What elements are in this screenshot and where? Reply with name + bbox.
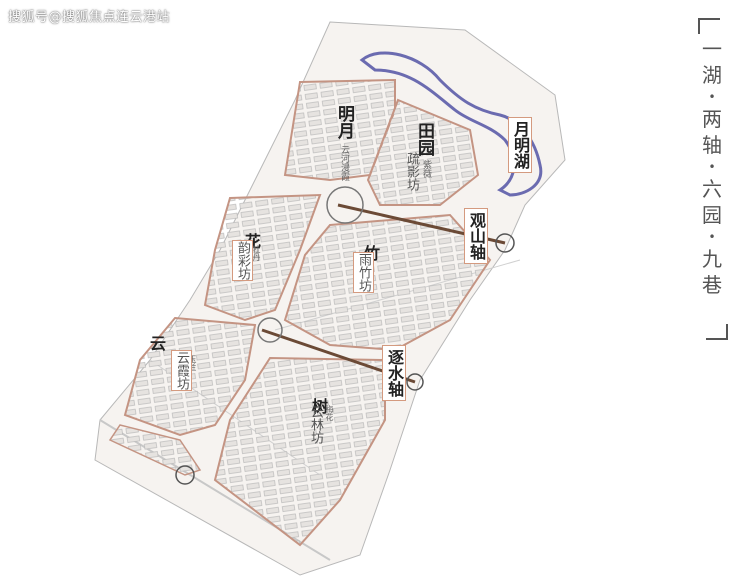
label-yunxia-fang: 云霞坊 bbox=[171, 350, 192, 391]
label-shu: 树 bbox=[312, 397, 329, 416]
label-yueming-lake: 月明湖 bbox=[508, 117, 532, 173]
label-mingyue-small: 云河漫霞 bbox=[339, 145, 349, 181]
label-shu-small: 梅花 bbox=[325, 405, 334, 421]
title-char: 两 bbox=[702, 107, 722, 131]
bracket-close bbox=[706, 324, 728, 340]
node-circle bbox=[495, 233, 515, 253]
title-char: 园 bbox=[702, 203, 722, 227]
label-zhushui-axis: 逐水轴 bbox=[382, 345, 406, 401]
watermark: 搜狐号@搜狐焦点连云港站 bbox=[8, 10, 171, 25]
node-circle bbox=[257, 317, 283, 343]
label-yun-small: 玉兰 bbox=[188, 355, 197, 371]
zone-tianyuan bbox=[366, 98, 480, 206]
label-tianyuan: 田园 bbox=[414, 122, 434, 156]
label-shuying-fang: 疏影坊 bbox=[404, 152, 419, 191]
yueming-lake bbox=[359, 51, 543, 197]
label-mingyue: 明月 bbox=[334, 105, 354, 139]
bracket-open bbox=[698, 18, 720, 34]
label-tianyuan-small: 紫薇 bbox=[421, 160, 431, 178]
label-yuncai-fang: 韵彩坊 bbox=[232, 240, 253, 281]
vertical-title: 一 湖 • 两 轴 • 六 园 • 九 巷 bbox=[692, 18, 732, 340]
label-yuzhu-fang: 雨竹坊 bbox=[353, 252, 374, 293]
node-circle bbox=[406, 373, 424, 391]
title-separator: • bbox=[708, 90, 716, 104]
title-char: 轴 bbox=[702, 133, 722, 157]
label-yunlin-fang: 云林坊 bbox=[308, 405, 323, 444]
zone-hua bbox=[203, 193, 322, 322]
title-char: 湖 bbox=[702, 63, 722, 87]
node-circle bbox=[326, 186, 364, 224]
title-char: 六 bbox=[702, 177, 722, 201]
node-circle bbox=[175, 465, 195, 485]
zone-southwest bbox=[108, 424, 202, 476]
label-yun: 云 bbox=[150, 334, 167, 353]
title-char: 巷 bbox=[702, 273, 722, 297]
label-hua-small: 牡丹 bbox=[252, 245, 261, 261]
title-separator: • bbox=[708, 160, 716, 174]
title-char: 九 bbox=[702, 247, 722, 271]
title-char: 一 bbox=[702, 37, 722, 61]
label-guanshan-axis: 观山轴 bbox=[464, 208, 488, 264]
title-separator: • bbox=[708, 230, 716, 244]
